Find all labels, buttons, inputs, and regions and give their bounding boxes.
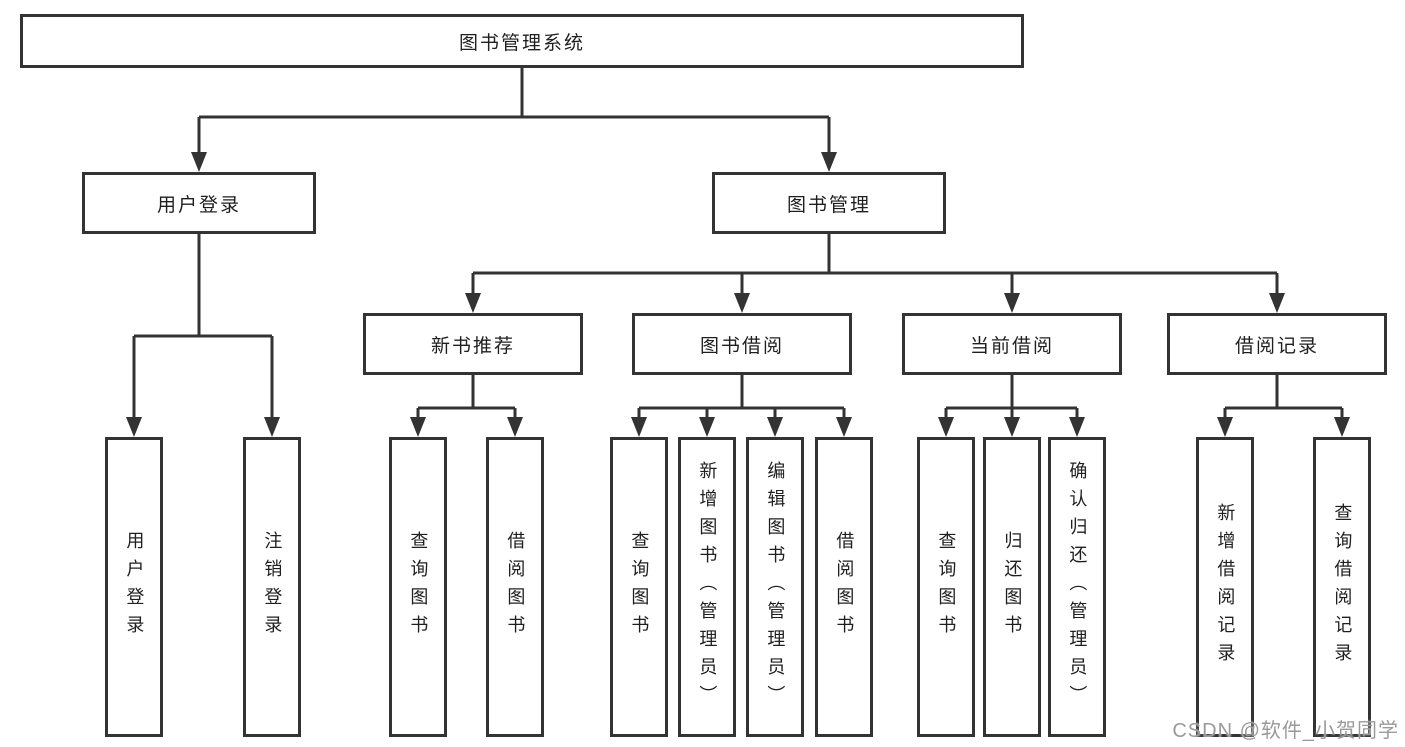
node-label: 用户登录	[156, 194, 241, 216]
leaf-borrow-books: 借阅图书	[815, 437, 873, 737]
node-label: 归还图书	[1002, 531, 1023, 643]
node-label: 注销登录	[262, 531, 283, 643]
node-label: 当前借阅	[969, 335, 1054, 357]
arrowhead	[264, 417, 280, 437]
node-label: 查询图书	[629, 531, 650, 643]
arrowhead	[1069, 417, 1085, 437]
leaf-add-book-admin: 新增图书（管理员）	[678, 437, 736, 737]
arrowhead	[1004, 293, 1020, 313]
node-library-management-system: 图书管理系统	[20, 14, 1024, 68]
node-label: 编辑图书（管理员）	[765, 461, 786, 713]
node-label: 借阅图书	[505, 531, 526, 643]
node-borrow-records: 借阅记录	[1167, 313, 1387, 375]
arrowhead	[1334, 417, 1350, 437]
node-label: 查询借阅记录	[1332, 503, 1353, 671]
arrowhead	[699, 417, 715, 437]
arrowhead	[507, 417, 523, 437]
node-label: 图书管理系统	[458, 32, 585, 54]
arrowhead	[1217, 417, 1233, 437]
leaf-query-books-recommend: 查询图书	[389, 437, 447, 737]
branch-user-login: 用户登录	[82, 172, 316, 234]
node-current-borrow: 当前借阅	[902, 313, 1122, 375]
arrowhead	[821, 152, 837, 172]
arrowhead	[734, 293, 750, 313]
leaf-query-books-borrow: 查询图书	[610, 437, 668, 737]
arrowhead	[191, 152, 207, 172]
node-label: 新增图书（管理员）	[697, 461, 718, 713]
node-label: 借阅记录	[1234, 335, 1319, 357]
node-label: 新增借阅记录	[1215, 503, 1236, 671]
leaf-query-borrow-record: 查询借阅记录	[1313, 437, 1371, 737]
node-label: 确认归还（管理员）	[1067, 461, 1088, 713]
branch-book-management: 图书管理	[712, 172, 946, 234]
arrowhead	[631, 417, 647, 437]
node-book-borrow: 图书借阅	[632, 313, 852, 375]
node-label: 图书管理	[786, 194, 871, 216]
node-label: 新书推荐	[430, 335, 515, 357]
node-label: 图书借阅	[699, 335, 784, 357]
leaf-borrow-books-recommend: 借阅图书	[486, 437, 544, 737]
arrowhead	[938, 417, 954, 437]
leaf-logout: 注销登录	[243, 437, 301, 737]
leaf-confirm-return-admin: 确认归还（管理员）	[1048, 437, 1106, 737]
leaf-query-books-current: 查询图书	[917, 437, 975, 737]
leaf-return-book: 归还图书	[983, 437, 1041, 737]
node-label: 用户登录	[124, 531, 145, 643]
node-label: 查询图书	[936, 531, 957, 643]
arrowhead	[767, 417, 783, 437]
node-new-book-recommend: 新书推荐	[363, 313, 583, 375]
csdn-watermark: CSDN @软件_小贺同学	[1172, 720, 1399, 742]
arrowhead	[465, 293, 481, 313]
arrowhead	[410, 417, 426, 437]
leaf-edit-book-admin: 编辑图书（管理员）	[746, 437, 804, 737]
leaf-add-borrow-record: 新增借阅记录	[1196, 437, 1254, 737]
leaf-user-login: 用户登录	[105, 437, 163, 737]
arrowhead	[1004, 417, 1020, 437]
node-label: 查询图书	[408, 531, 429, 643]
arrowhead	[126, 417, 142, 437]
arrowhead	[836, 417, 852, 437]
node-label: 借阅图书	[834, 531, 855, 643]
arrowhead	[1269, 293, 1285, 313]
